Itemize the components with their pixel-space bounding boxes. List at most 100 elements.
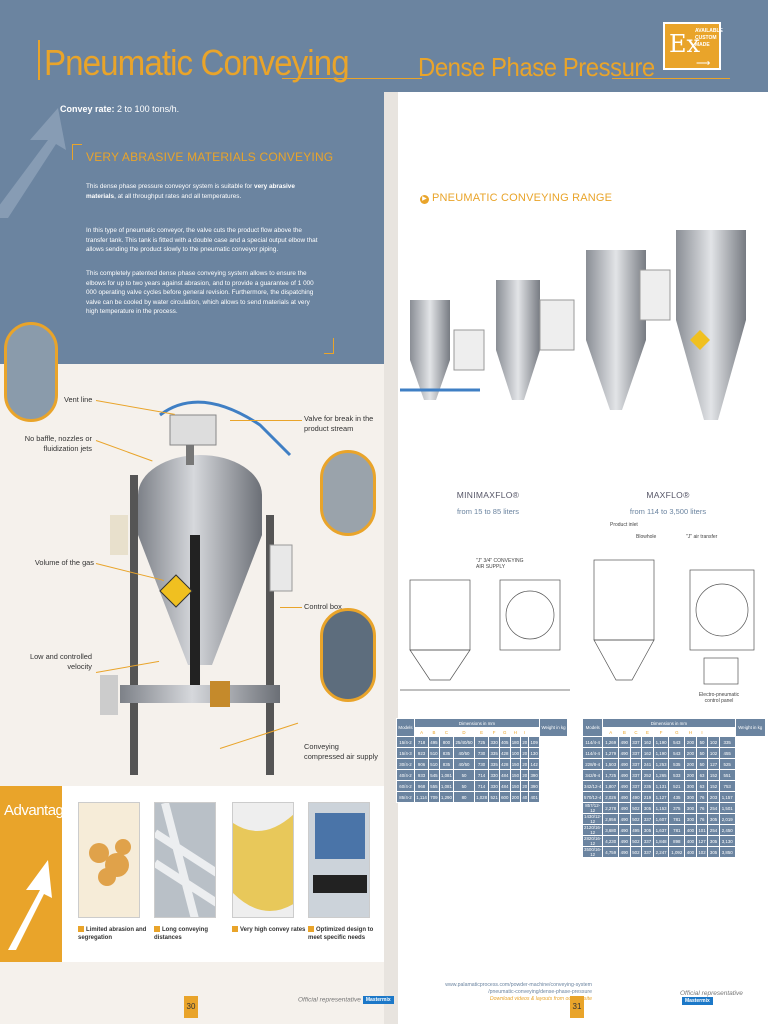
table-cell: 1,028	[473, 791, 490, 803]
table-cell: 521	[488, 791, 500, 803]
ex-symbol: Ex	[669, 30, 701, 58]
table-cell: 150	[509, 758, 522, 770]
big-arrow-icon	[0, 108, 66, 218]
page-subtitle: Dense Phase Pressure	[418, 52, 655, 82]
table-cell: 535	[668, 758, 686, 770]
table-cell: 4,230	[602, 835, 620, 847]
model-cell: 114/4-4	[581, 736, 604, 748]
table-cell: 40	[520, 791, 530, 803]
model-maxflo-range: from 114 to 3,500 liters	[629, 507, 707, 516]
column-header: D	[453, 727, 475, 737]
table-cell: 490	[618, 802, 631, 814]
table-cell: 490	[618, 758, 631, 770]
section-title: VERY ABRASIVE MATERIALS CONVEYING	[86, 150, 334, 164]
models-header: Models	[396, 718, 415, 737]
table-cell: 1,807	[602, 780, 620, 792]
table-cell: 200	[684, 736, 697, 748]
table-cell: 40/50	[453, 758, 475, 770]
table-cell: 933	[413, 769, 430, 781]
table-cell: 80	[453, 791, 475, 803]
table-cell: 101	[695, 824, 709, 836]
table-cell: 300	[684, 813, 697, 825]
table-cell: 521	[668, 780, 686, 792]
model-cell: 570/12-4	[581, 791, 604, 803]
model-cell: 2120/16-12	[581, 824, 604, 836]
table-cell: 2,278	[602, 802, 620, 814]
custom-made-label: AVAILABLE CUSTOM MADE	[695, 28, 723, 48]
subtitle-rule	[612, 78, 730, 79]
page-title: Pneumatic Conveying	[44, 42, 350, 83]
model-cell: 857/12-12	[581, 802, 604, 814]
table-cell: 390	[528, 769, 540, 781]
advantages-title: Advantages	[4, 802, 79, 819]
page-number-right: 31	[570, 996, 584, 1018]
table-cell: 1,637	[652, 824, 670, 836]
table-cell: 428	[498, 747, 511, 759]
table-cell: 200	[684, 758, 697, 770]
table-cell: 40/50	[453, 747, 475, 759]
conveyor-range-photos	[400, 230, 746, 420]
product-inlet-label: Product inlet	[610, 522, 638, 528]
table-cell: 50	[453, 769, 475, 781]
table-cell: 305	[641, 824, 654, 836]
play-icon: ▶	[420, 195, 429, 204]
intro-paragraph-2: In this type of pneumatic conveyor, the …	[86, 227, 318, 253]
label-control-box: Control box	[304, 602, 342, 611]
table-cell: 753	[718, 780, 736, 792]
table-cell: 400	[684, 846, 697, 858]
table-cell: 709	[428, 791, 440, 803]
table-cell: 1,131	[652, 780, 670, 792]
column-header: H	[684, 727, 697, 737]
table-cell: 898	[668, 835, 686, 847]
table-cell: 50	[695, 758, 709, 770]
website-link[interactable]: www.palamaticprocess.com/powder-machine/…	[445, 982, 592, 1002]
table-cell: 730	[473, 758, 490, 770]
minimaxflo-drawing	[400, 579, 570, 691]
table-cell: 490	[618, 835, 631, 847]
table-cell: 50	[695, 736, 709, 748]
table-cell: 162	[641, 747, 654, 759]
model-cell: 1430/12-12	[581, 813, 604, 825]
table-cell: 600	[498, 791, 511, 803]
table-cell: 254	[707, 802, 720, 814]
table-cell: 102	[707, 747, 720, 759]
model-minimaxflo-range: from 15 to 85 liters	[456, 507, 520, 516]
advantages-arrow-icon	[8, 860, 52, 950]
table-cell: 335	[718, 736, 736, 748]
column-header: I	[695, 727, 709, 737]
table-cell: 1,092	[668, 846, 686, 858]
weight-header: Weight in kg	[734, 718, 767, 737]
table-cell: 2,247	[652, 846, 670, 858]
table-cell: 241	[641, 758, 654, 770]
table-cell: 300	[684, 780, 697, 792]
table-cell: 330	[488, 769, 500, 781]
table-cell: 100	[509, 747, 522, 759]
table-cell: 428	[498, 758, 511, 770]
page-number-left: 30	[184, 996, 198, 1018]
table-cell: 495	[629, 824, 643, 836]
model-maxflo: MAXFLO®	[646, 490, 690, 500]
table-cell: 510	[428, 758, 440, 770]
table-cell: 337	[629, 758, 643, 770]
table-cell: 781	[668, 824, 686, 836]
table-cell: 20	[520, 747, 530, 759]
table-cell: 150	[509, 769, 522, 781]
column-header: I	[520, 727, 530, 737]
table-cell: 3,680	[602, 824, 620, 836]
table-cell: 1,081	[438, 769, 455, 781]
model-cell: 15/4-2	[396, 736, 415, 748]
table-cell: 1,081	[438, 780, 455, 792]
table-cell: 545	[428, 769, 440, 781]
table-cell: 330	[488, 780, 500, 792]
table-cell: 20	[520, 736, 530, 748]
table-cell: 130	[528, 747, 540, 759]
table-cell: 490	[618, 780, 631, 792]
label-valve-break: Valve for break in the product stream	[304, 414, 374, 433]
column-header: E	[641, 727, 654, 737]
title-bracket	[38, 40, 44, 80]
